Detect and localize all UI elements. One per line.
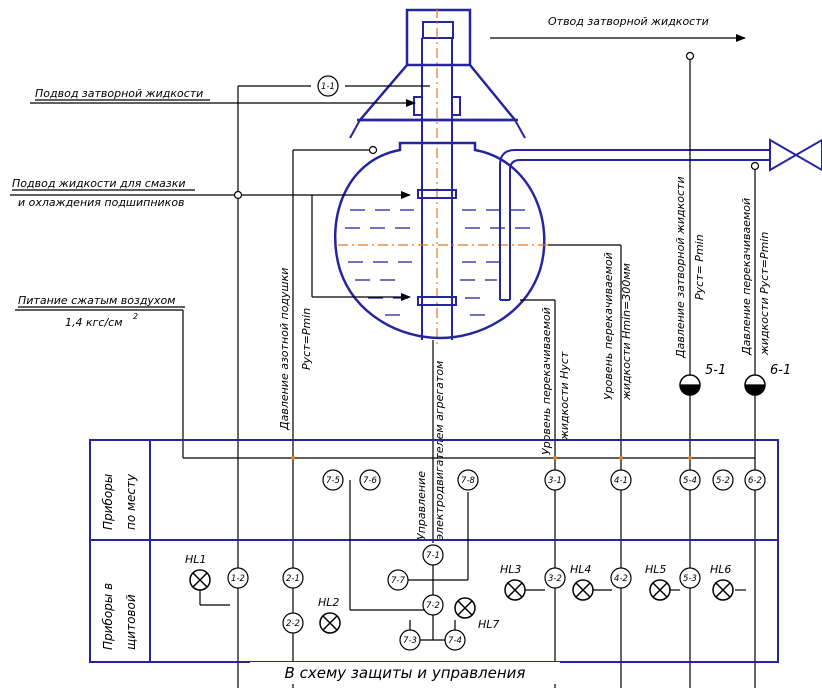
label-air-supply-sup: 2 — [133, 312, 138, 321]
process-lines — [10, 34, 756, 688]
panel-instrument-labels: 7-5 7-6 7-8 3-1 4-1 5-4 5-2 6-2 1-2 2-1 … — [231, 476, 762, 646]
field-instruments: 1-1 5-1 6-1 — [317, 75, 791, 396]
lamp-hl5-label: HL5 — [645, 563, 666, 576]
label-inlet-sealing: Подвод затворной жидкости — [35, 87, 203, 100]
vlabel-motor-2: электродвигателем агрегатом — [433, 361, 446, 540]
vessel — [333, 141, 546, 340]
junction-dots — [233, 51, 760, 460]
panel-row1-a: Приборы — [101, 474, 115, 530]
label-air-supply-1: Питание сжатым воздухом — [18, 294, 175, 307]
pump-unit — [333, 8, 822, 345]
lamp-hl3 — [504, 579, 526, 601]
instrument-7-7-label: 7-7 — [391, 576, 405, 586]
instrument-3-1-label: 3-1 — [548, 476, 562, 486]
panel-instruments — [227, 469, 766, 651]
instrument-7-6-label: 7-6 — [363, 476, 377, 486]
instrument-5-3 — [679, 567, 701, 589]
lamp-hl3-label: HL3 — [500, 563, 521, 576]
label-air-supply-2: 1,4 кгс/см — [65, 316, 123, 329]
instrument-7-3-label: 7-3 — [403, 636, 417, 646]
label-inlet-lube-1: Подвод жидкости для смазки — [12, 177, 186, 190]
instrument-2-2-label: 2-2 — [286, 619, 300, 629]
instrument-7-5-label: 7-5 — [326, 476, 340, 486]
instrument-4-2-label: 4-2 — [614, 574, 628, 584]
instrument-2-1-label: 2-1 — [286, 574, 300, 584]
instrument-7-4-label: 7-4 — [448, 636, 462, 646]
lamp-hl6-label: HL6 — [710, 563, 731, 576]
vlabel-nitrogen-1: Давление азотной подушки — [278, 268, 291, 431]
vlabel-level-set-1: Уровень перекачиваемой — [540, 307, 553, 455]
discharge-valve — [769, 138, 822, 172]
lamp-hl5 — [649, 579, 671, 601]
lamp-hl2-label: HL2 — [318, 596, 339, 609]
coupling-box — [422, 21, 454, 39]
instrument-7-1 — [422, 544, 444, 566]
instrument-5-1-label: 5-1 — [705, 363, 726, 378]
vlabel-sealing-pressure-2: Руст= Pmin — [693, 234, 706, 300]
discharge-pipe — [499, 149, 770, 300]
instrument-7-1-label: 7-1 — [426, 551, 440, 561]
panel-row1-b: по месту — [124, 473, 138, 530]
instrument-7-6 — [359, 469, 381, 491]
instrument-7-8 — [457, 469, 479, 491]
instrument-2-1 — [282, 567, 304, 589]
vlabel-sealing-pressure-1: Давление затворной жидкости — [674, 176, 687, 359]
instrument-7-5 — [322, 469, 344, 491]
instrument-5-4 — [679, 469, 701, 491]
instrument-7-4 — [444, 629, 466, 651]
instrument-5-4-label: 5-4 — [683, 476, 697, 486]
liquid-hatching — [345, 209, 530, 316]
lamp-hl6 — [712, 579, 734, 601]
bottom-caption: В схему защиты и управления — [285, 664, 526, 682]
lamp-hl2 — [319, 612, 341, 634]
label-inlet-lube-2: и охлаждения подшипников — [18, 196, 185, 209]
instrument-7-8-label: 7-8 — [461, 476, 475, 486]
instrument-1-2 — [227, 567, 249, 589]
label-outlet-sealing: Отвод затворной жидкости — [548, 15, 709, 28]
instrument-5-3-label: 5-3 — [683, 574, 697, 584]
panel-wiring — [199, 480, 746, 641]
vlabel-motor-1: Управление — [415, 471, 428, 540]
instrument-2-2 — [282, 612, 304, 634]
instrument-1-1 — [317, 75, 339, 97]
instrument-5-2 — [712, 469, 734, 491]
lamp-hl1-label: HL1 — [185, 553, 206, 566]
vertical-labels: Давление азотной подушки Руст=Pmin Управ… — [278, 176, 771, 540]
instrument-3-1 — [544, 469, 566, 491]
side-labels: Отвод затворной жидкости Подвод затворно… — [12, 15, 709, 329]
motor-housing — [405, 8, 472, 67]
instrument-7-7 — [387, 569, 409, 591]
instrument-7-2-label: 7-2 — [426, 601, 440, 611]
instrument-7-3 — [399, 629, 421, 651]
signal-lamps — [189, 569, 734, 634]
instrument-6-2-label: 6-2 — [748, 476, 762, 486]
lamp-hl1 — [189, 569, 211, 591]
lamp-hl7-label: HL7 — [478, 618, 499, 631]
vlabel-nitrogen-2: Руст=Pmin — [300, 308, 313, 370]
instrument-4-1 — [610, 469, 632, 491]
instrument-1-1-label: 1-1 — [321, 82, 335, 92]
lamp-hl7 — [454, 597, 476, 619]
panel-row2-a: Приборы в — [101, 583, 115, 650]
instrument-3-2 — [544, 567, 566, 589]
instrument-1-2-label: 1-2 — [231, 574, 245, 584]
lamp-hl4 — [572, 579, 594, 601]
instrument-4-2 — [610, 567, 632, 589]
instrument-6-1-label: 6-1 — [770, 363, 791, 378]
lamp-labels: HL1 HL2 HL3 HL4 HL5 HL6 HL7 — [185, 553, 731, 631]
instrument-7-2 — [422, 594, 444, 616]
panel-row2-b: щитовой — [124, 594, 138, 650]
lamp-hl4-label: HL4 — [570, 563, 591, 576]
instrument-5-2-label: 5-2 — [716, 476, 730, 486]
instrument-4-1-label: 4-1 — [614, 476, 628, 486]
vlabel-level-min-2: жидкости Нmin=300мм — [620, 263, 633, 401]
vlabel-level-set-2: жидкости Нуст — [558, 351, 571, 441]
vlabel-level-min-1: Уровень перекачиваемой — [602, 252, 615, 400]
instrument-6-2 — [744, 469, 766, 491]
instrument-3-2-label: 3-2 — [548, 574, 562, 584]
vlabel-pumped-pressure-1: Давление перекачиваемой — [740, 198, 753, 356]
vlabel-pumped-pressure-2: жидкости Руст=Pmin — [758, 232, 771, 356]
